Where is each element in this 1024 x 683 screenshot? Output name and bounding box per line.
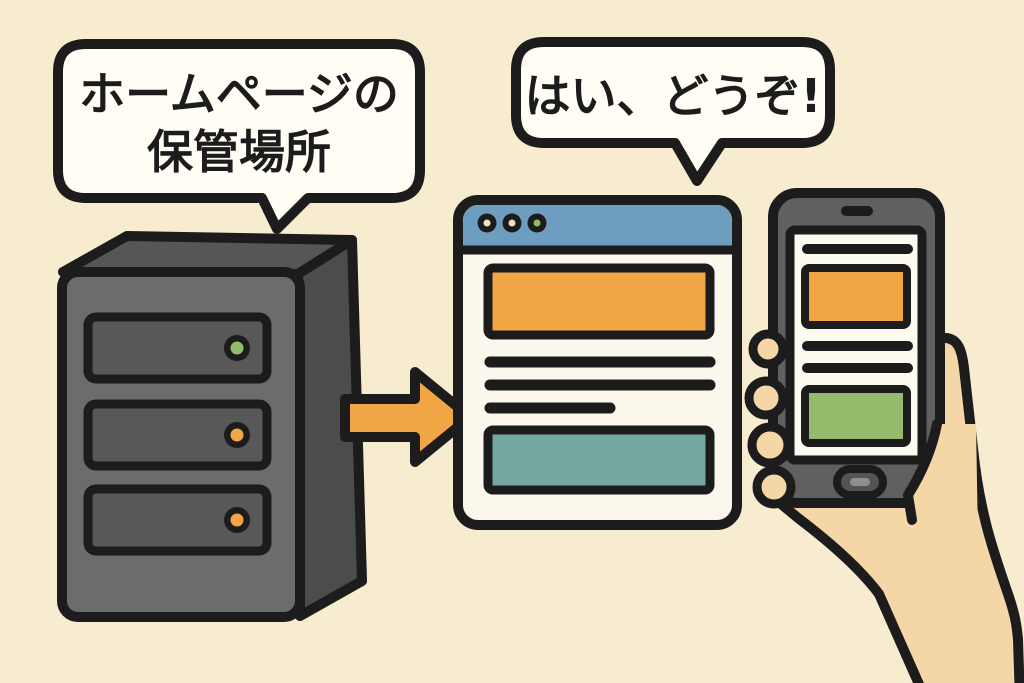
speech-bubble-server-line2: 保管場所 bbox=[147, 125, 331, 179]
phone-footer-block bbox=[801, 385, 911, 447]
browser-window bbox=[453, 195, 742, 530]
phone-speaker-icon bbox=[841, 206, 873, 216]
window-dot-center bbox=[508, 219, 516, 227]
finger-knuckle bbox=[752, 465, 796, 509]
server-bay bbox=[83, 484, 272, 556]
server-led-orange-icon bbox=[230, 428, 244, 442]
palm-crease bbox=[903, 419, 942, 525]
arrow-right-icon bbox=[340, 367, 475, 467]
speech-bubble-server bbox=[53, 39, 425, 234]
browser-footer-block bbox=[483, 425, 715, 495]
server-bay bbox=[83, 312, 272, 384]
palm-overlap bbox=[908, 424, 978, 548]
window-dot-center bbox=[533, 219, 541, 227]
finger-knuckle bbox=[744, 376, 788, 420]
server bbox=[57, 231, 367, 622]
server-led-green-icon bbox=[230, 341, 244, 355]
window-dot-center bbox=[483, 219, 491, 227]
speech-bubble-delivery-text: はい、どうぞ! bbox=[525, 69, 822, 123]
server-bay bbox=[83, 399, 272, 471]
phone-banner-block bbox=[801, 264, 911, 329]
server-led-orange-icon bbox=[230, 513, 244, 527]
smartphone bbox=[768, 188, 945, 508]
finger-knuckle bbox=[747, 422, 793, 468]
browser-border bbox=[453, 195, 742, 530]
phone-home-button-slot bbox=[850, 478, 870, 486]
speech-bubble-server-line1: ホームページの bbox=[79, 67, 399, 121]
browser-titlebar bbox=[463, 205, 732, 246]
browser-banner-block bbox=[483, 263, 715, 340]
finger-knuckle bbox=[748, 329, 788, 369]
speech-bubble-delivery bbox=[511, 37, 835, 186]
